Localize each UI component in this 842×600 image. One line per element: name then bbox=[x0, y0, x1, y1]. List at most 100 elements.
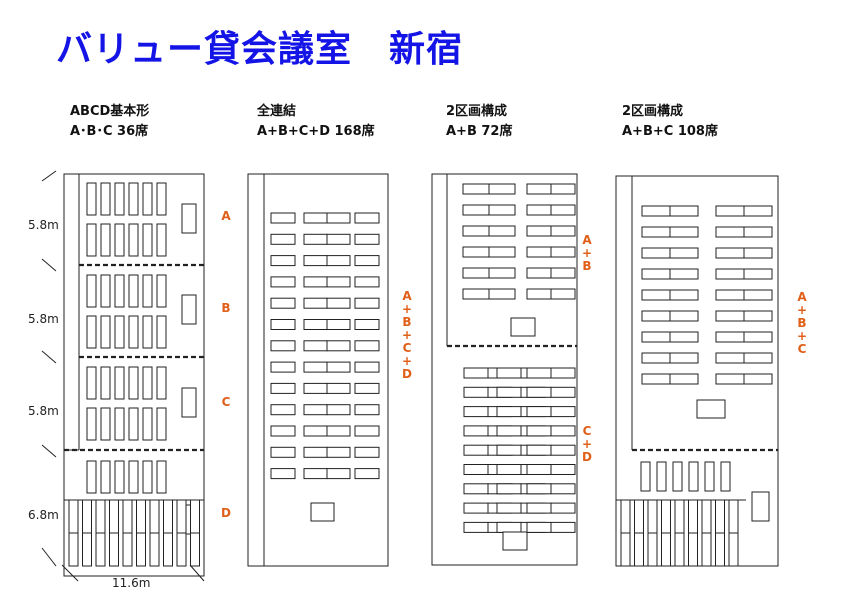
desk bbox=[715, 226, 745, 238]
student-desk bbox=[156, 315, 167, 349]
student-desk bbox=[68, 532, 79, 567]
desk bbox=[526, 521, 552, 533]
desk bbox=[303, 382, 328, 394]
desk bbox=[326, 255, 351, 267]
desk bbox=[669, 352, 699, 364]
lectern bbox=[696, 399, 726, 419]
desk bbox=[354, 446, 380, 458]
page-title: バリュー貸会議室 新宿 bbox=[56, 29, 464, 70]
desk bbox=[715, 289, 745, 301]
student-desk bbox=[86, 315, 97, 349]
student-desk bbox=[142, 366, 153, 400]
desk bbox=[526, 425, 552, 437]
lectern bbox=[181, 387, 197, 418]
desk bbox=[462, 225, 490, 237]
student-desk bbox=[163, 499, 173, 534]
desk bbox=[526, 246, 552, 258]
desk bbox=[550, 183, 576, 195]
student-desk bbox=[728, 532, 739, 567]
depth-label-b: 5.8m bbox=[28, 312, 59, 326]
desk bbox=[743, 310, 773, 322]
desk bbox=[743, 331, 773, 343]
desk bbox=[496, 406, 522, 418]
student-desk bbox=[128, 407, 139, 441]
desk bbox=[526, 288, 552, 300]
student-desk bbox=[86, 223, 97, 257]
student-desk bbox=[109, 499, 119, 534]
student-desk bbox=[114, 274, 125, 308]
student-desk bbox=[100, 407, 111, 441]
room-outline bbox=[431, 173, 578, 566]
student-desk bbox=[114, 366, 125, 400]
zone-label-two-section-abc: A + B + C bbox=[796, 290, 808, 356]
desk bbox=[354, 468, 380, 480]
desk bbox=[488, 183, 516, 195]
student-desk bbox=[156, 274, 167, 308]
desk bbox=[496, 367, 522, 379]
desk bbox=[743, 247, 773, 259]
desk bbox=[270, 276, 296, 288]
student-desk bbox=[190, 499, 200, 534]
desk bbox=[488, 267, 516, 279]
student-desk bbox=[86, 407, 97, 441]
student-desk bbox=[156, 366, 167, 400]
layout-name: 2区画構成 bbox=[622, 104, 684, 119]
student-desk bbox=[176, 532, 187, 567]
desk bbox=[715, 205, 745, 217]
student-desk bbox=[688, 532, 698, 567]
desk bbox=[550, 483, 576, 495]
desk bbox=[526, 183, 552, 195]
desk bbox=[669, 310, 699, 322]
desk bbox=[270, 319, 296, 330]
desk bbox=[270, 404, 296, 416]
desk bbox=[462, 204, 490, 216]
desk bbox=[354, 361, 380, 373]
student-desk bbox=[100, 274, 111, 308]
desk bbox=[550, 464, 576, 475]
desk bbox=[354, 276, 380, 288]
student-desk bbox=[128, 223, 139, 257]
desk bbox=[462, 267, 490, 279]
desk bbox=[550, 406, 576, 418]
student-desk bbox=[109, 532, 119, 567]
student-desk bbox=[136, 499, 146, 534]
student-desk bbox=[82, 499, 92, 534]
student-desk bbox=[647, 532, 658, 567]
zone-label-two-section-top: A + B bbox=[581, 233, 593, 273]
desk bbox=[303, 361, 328, 373]
desk bbox=[463, 444, 489, 456]
student-desk bbox=[163, 532, 173, 567]
desk bbox=[669, 226, 699, 238]
layout-header-two-section-abc: 2区画構成 A+B+C 108席 bbox=[622, 102, 718, 142]
desk bbox=[303, 404, 328, 416]
student-desk bbox=[661, 499, 671, 534]
layout-header-basic: ABCD基本形 A･B･C 36席 bbox=[70, 102, 149, 142]
room-outline bbox=[247, 173, 389, 567]
dimension-tick bbox=[41, 547, 57, 567]
desk bbox=[550, 386, 576, 398]
desk bbox=[496, 386, 522, 398]
student-desk bbox=[128, 315, 139, 349]
student-desk bbox=[136, 532, 146, 567]
desk bbox=[641, 226, 671, 238]
student-desk bbox=[86, 366, 97, 400]
student-desk bbox=[728, 499, 739, 534]
student-desk bbox=[656, 461, 667, 492]
desk bbox=[488, 225, 516, 237]
student-desk bbox=[142, 460, 153, 494]
zone-label-all-connected: A + B + C + D bbox=[401, 289, 413, 381]
dimension-tick bbox=[41, 170, 57, 182]
desk bbox=[326, 446, 351, 458]
desk bbox=[641, 373, 671, 385]
layout-seats: A+B+C+D 168席 bbox=[257, 124, 375, 139]
student-desk bbox=[114, 407, 125, 441]
desk bbox=[354, 233, 380, 245]
desk bbox=[303, 340, 328, 352]
student-desk bbox=[82, 532, 92, 567]
desk bbox=[669, 268, 699, 280]
student-desk bbox=[620, 532, 631, 567]
desk bbox=[354, 319, 380, 330]
student-desk bbox=[128, 460, 139, 494]
desk bbox=[550, 444, 576, 456]
desk bbox=[715, 310, 745, 322]
